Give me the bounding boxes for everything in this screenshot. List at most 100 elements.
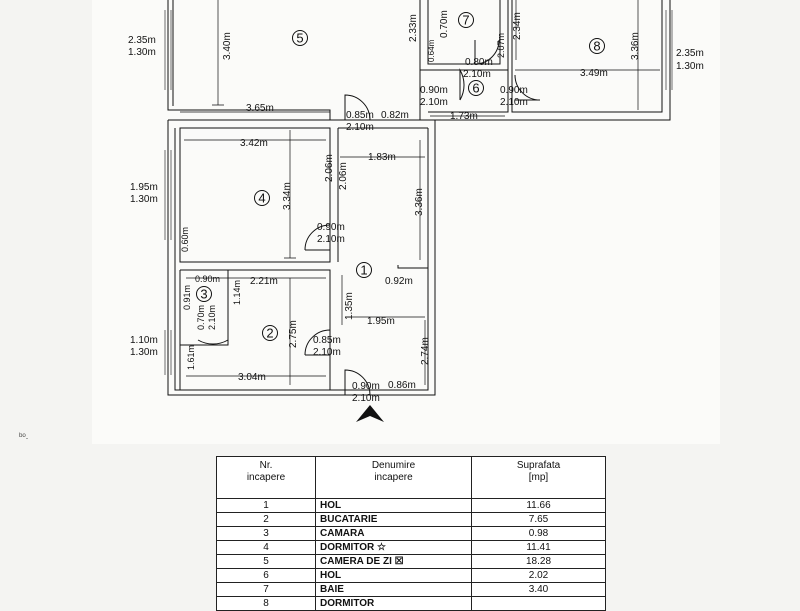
dim-label: 2.35m xyxy=(128,35,156,46)
dim-label: 3.36m xyxy=(630,32,641,60)
dim-label: 2.10m xyxy=(346,122,374,133)
dim-label: 0.90m xyxy=(195,274,220,284)
door-room3 xyxy=(197,310,229,345)
dim-label: 0.70m xyxy=(439,10,450,38)
door-room2 xyxy=(304,329,331,356)
dim-label: 1.73m xyxy=(450,111,478,122)
dim-label: 3.04m xyxy=(238,372,266,383)
room1-number: 1 xyxy=(360,263,367,278)
room3-walls xyxy=(180,270,229,346)
dim-label: 0.80m xyxy=(465,57,493,68)
dim-label: 0.60m xyxy=(180,227,190,252)
dim-label: 2.10m xyxy=(463,69,491,80)
dim-label: 0.70m xyxy=(196,305,206,330)
dim-label: 2.10m xyxy=(420,97,448,108)
door-room5 xyxy=(344,94,371,121)
wall-room5 xyxy=(167,0,331,121)
door-room4 xyxy=(304,224,331,251)
dim-label: 2.74m xyxy=(420,337,431,365)
room3-number: 3 xyxy=(200,287,207,302)
dim-label: 1.30m xyxy=(130,347,158,358)
dim-label: 0.90m xyxy=(317,222,345,233)
dim-label: 2.10m xyxy=(317,234,345,245)
room8-walls xyxy=(419,0,671,121)
dim-label: 3.42m xyxy=(240,138,268,149)
dim-label: 3.34m xyxy=(282,182,293,210)
dim-label: 0.92m xyxy=(385,276,413,287)
dim-label: 2.21m xyxy=(250,276,278,287)
dim-label: 2.10m xyxy=(500,97,528,108)
dim-label: 2.10m xyxy=(313,347,341,358)
col-nr-header: Nr.incapere xyxy=(216,456,316,499)
room7-walls xyxy=(419,0,509,71)
dim-label: 1.10m xyxy=(130,335,158,346)
dim-label: 0.86m xyxy=(388,380,416,391)
dim-label: 3.40m xyxy=(222,32,233,60)
dim-label: 2.35m xyxy=(676,48,704,59)
dim-label: 0.85m xyxy=(346,110,374,121)
dim-label: 1.30m xyxy=(130,194,158,205)
dim-label: 2.33m xyxy=(408,14,419,42)
room7-number: 7 xyxy=(462,13,469,28)
dim-label: 1.95m xyxy=(367,316,395,327)
dim-label: 0.90m xyxy=(420,85,448,96)
dim-label: 1.30m xyxy=(676,61,704,72)
dim-label: 0.90m xyxy=(500,85,528,96)
col-area-header: Suprafata[mp] xyxy=(471,456,606,499)
dim-label: 3.65m xyxy=(246,103,274,114)
dim-label: 1.61m xyxy=(186,345,196,370)
room6-number: 6 xyxy=(472,81,479,96)
dim-label: 0.64m xyxy=(427,39,436,62)
dim-label: 0.85m xyxy=(313,335,341,346)
dim-label: 1.83m xyxy=(368,152,396,163)
dim-label: 2.75m xyxy=(288,320,299,348)
dim-label: 3.36m xyxy=(414,188,425,216)
room6-marker xyxy=(468,80,484,96)
dim-label: 3.49m xyxy=(580,68,608,79)
room4-marker xyxy=(254,190,270,206)
room2-marker xyxy=(262,325,278,341)
dim-label: 0.90m xyxy=(352,381,380,392)
door-entry xyxy=(344,369,371,396)
dim-label: 2.06m xyxy=(338,162,349,190)
room4-walls xyxy=(179,127,331,263)
room1-marker xyxy=(356,262,372,278)
dim-label: 2.34m xyxy=(512,12,523,40)
dim-label: 1.95m xyxy=(130,182,158,193)
room2-number: 2 xyxy=(266,326,273,341)
room5-marker xyxy=(292,30,308,46)
room8-marker xyxy=(589,38,605,54)
wall-left-block xyxy=(167,120,436,396)
dim-label: 2.07m xyxy=(496,33,506,58)
door-room6 xyxy=(459,68,465,101)
dim-label: 0.91m xyxy=(182,285,192,310)
room4-number: 4 xyxy=(258,191,265,206)
dim-label: 2.06m xyxy=(324,154,335,182)
dim-label: 0.82m xyxy=(381,110,409,121)
door-room7 xyxy=(474,39,500,65)
dim-label: 2.10m xyxy=(352,393,380,404)
dim-label: 1.14m xyxy=(232,280,242,305)
corner-mark: ᵇᵒ. xyxy=(19,431,29,441)
dim-label: 1.35m xyxy=(344,292,355,320)
entry-arrow-icon xyxy=(356,405,384,422)
room7-marker xyxy=(458,12,474,28)
dim-label: 1.30m xyxy=(128,47,156,58)
room3-marker xyxy=(196,286,212,302)
room8-number: 8 xyxy=(593,39,600,54)
dim-label: 2.10m xyxy=(207,305,217,330)
room5-number: 5 xyxy=(296,31,303,46)
door-room8 xyxy=(514,74,541,101)
